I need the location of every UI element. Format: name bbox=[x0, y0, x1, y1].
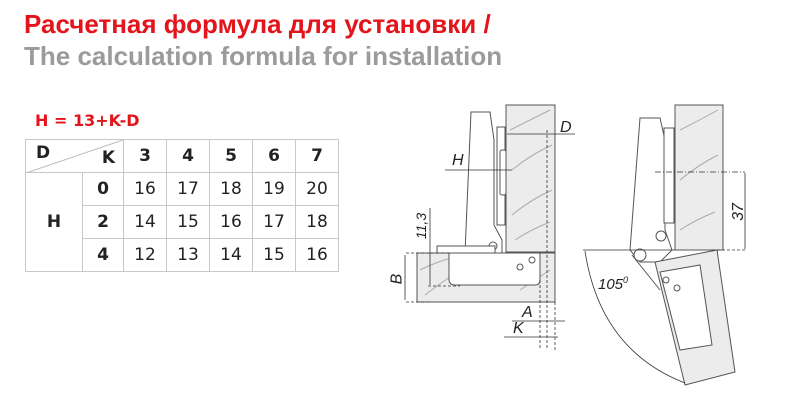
cabinet-side-panel bbox=[505, 104, 556, 253]
dim-h-label: H bbox=[452, 152, 464, 169]
title-russian: Расчетная формула для установки / bbox=[24, 9, 491, 39]
cell: 16 bbox=[295, 238, 339, 272]
hinge-arm bbox=[464, 111, 503, 254]
cell: 20 bbox=[295, 172, 339, 206]
table-row: H 0 16 17 18 19 20 bbox=[25, 172, 339, 272]
dim-b-label: B bbox=[388, 273, 406, 285]
dim-37-label: 37 bbox=[729, 203, 747, 221]
angle-value: 105 bbox=[598, 276, 624, 293]
installation-table: D K 3 4 5 6 7 H 0 16 17 18 19 20 2 14 15… bbox=[25, 139, 339, 272]
dim-k-label: K bbox=[513, 320, 524, 337]
cell: 13 bbox=[166, 238, 210, 272]
cell: 16 bbox=[209, 205, 253, 239]
open-hinge-drawing bbox=[583, 104, 746, 386]
cell: 14 bbox=[209, 238, 253, 272]
table-header-row: D K 3 4 5 6 7 bbox=[25, 139, 339, 173]
hinge-cup bbox=[448, 252, 541, 286]
col-header: 7 bbox=[295, 139, 339, 173]
dim-a-label: A bbox=[522, 304, 533, 321]
cell: 17 bbox=[252, 205, 296, 239]
cell: 17 bbox=[166, 172, 210, 206]
row-k: 2 bbox=[82, 205, 124, 239]
dim-d-label: D bbox=[560, 119, 572, 136]
corner-d-label: D bbox=[36, 143, 51, 163]
cell: 14 bbox=[123, 205, 167, 239]
cell: 18 bbox=[295, 205, 339, 239]
diagonal-divider bbox=[26, 140, 123, 173]
cell: 15 bbox=[252, 238, 296, 272]
title-english: The calculation formula for installation bbox=[24, 41, 503, 71]
cell: 16 bbox=[123, 172, 167, 206]
col-header: 3 bbox=[123, 139, 167, 173]
formula: H = 13+K-D bbox=[35, 111, 140, 130]
corner-k-label: K bbox=[101, 148, 115, 168]
corner-cell: D K bbox=[25, 139, 124, 173]
table-row: 2 14 15 16 17 18 bbox=[26, 205, 339, 239]
row-k: 4 bbox=[82, 238, 124, 272]
angle-degree: 0 bbox=[623, 275, 629, 285]
col-header: 6 bbox=[252, 139, 296, 173]
cell: 19 bbox=[252, 172, 296, 206]
cell: 12 bbox=[123, 238, 167, 272]
table-row: 4 12 13 14 15 16 bbox=[26, 238, 339, 272]
angle-label: 1050 bbox=[598, 275, 628, 293]
closed-hinge-drawing bbox=[404, 104, 575, 350]
dim-11-3-label: 11,3 bbox=[413, 212, 430, 240]
row-group-h: H bbox=[25, 172, 83, 272]
